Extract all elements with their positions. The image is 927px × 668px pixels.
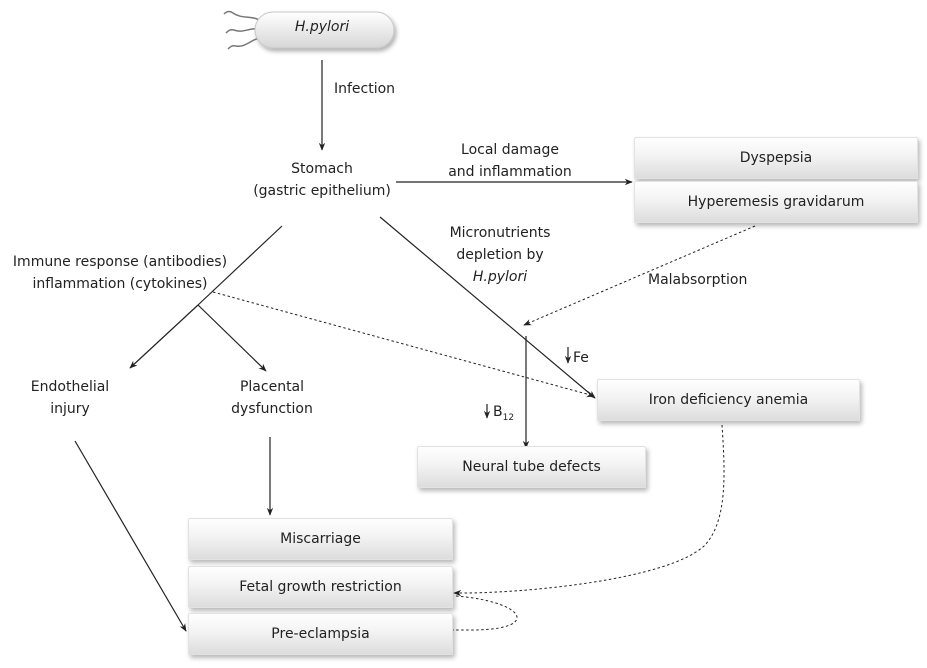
dotted-arrow-immune-to-iron — [212, 291, 595, 398]
dotted-arrow-malabsorption — [523, 225, 756, 326]
dotted-arrow-iron-to-fetal-growth — [453, 424, 725, 597]
arrow-to-placental — [197, 304, 267, 372]
node-endothelial-injury: Endothelial injury — [12, 376, 128, 420]
node-immune-line1: Immune response (antibodies) — [12, 254, 228, 270]
node-stomach-line1: Stomach — [291, 161, 353, 177]
node-immune-line2: inflammation (cytokines) — [32, 276, 208, 292]
edge-label-infection: Infection — [334, 81, 396, 97]
edge-label-micronutrients-agent: H.pylori — [472, 269, 528, 285]
bacterium-icon — [223, 10, 395, 50]
organism-label: H.pylori — [294, 19, 350, 35]
line-stomach-to-immune — [197, 225, 283, 306]
edge-label-micronutrients-line2: depletion by — [456, 247, 544, 263]
node-endothelial-line1: Endothelial — [30, 379, 110, 395]
edge-label-b12: B12 — [493, 401, 514, 429]
node-endothelial-line2: injury — [50, 401, 90, 417]
b12-subscript: 12 — [502, 412, 515, 423]
box-fetal-growth-restriction: Fetal growth restriction — [188, 566, 453, 608]
box-pre-eclampsia: Pre-eclampsia — [188, 613, 453, 655]
arrow-micronutrients — [379, 216, 596, 399]
box-hyperemesis-gravidarum: Hyperemesis gravidarum — [634, 181, 918, 223]
edge-label-local-damage-line2: and inflammation — [448, 164, 572, 180]
box-neural-tube-defects: Neural tube defects — [417, 446, 646, 488]
node-placental-line1: Placental — [239, 379, 305, 395]
box-iron-deficiency-anemia: Iron deficiency anemia — [597, 379, 860, 421]
edge-label-malabsorption: Malabsorption — [648, 272, 748, 288]
arrow-endothelial-to-preeclampsia — [74, 440, 187, 632]
edge-label-local-damage: Local damage and inflammation — [430, 139, 590, 183]
b12-base: B — [493, 404, 503, 420]
edge-label-micronutrients: Micronutrients depletion by H.pylori — [420, 222, 580, 288]
arrow-to-endothelial — [129, 304, 199, 369]
node-stomach: Stomach (gastric epithelium) — [232, 158, 412, 202]
edge-label-micronutrients-line1: Micronutrients — [449, 225, 551, 241]
box-dyspepsia: Dyspepsia — [634, 137, 918, 179]
box-miscarriage: Miscarriage — [188, 518, 453, 560]
edge-label-fe: Fe — [573, 350, 589, 366]
node-placental-line2: dysfunction — [231, 401, 313, 417]
node-placental-dysfunction: Placental dysfunction — [212, 376, 332, 420]
node-stomach-line2: (gastric epithelium) — [253, 183, 391, 199]
edge-label-local-damage-line1: Local damage — [461, 142, 559, 158]
dotted-loop-fetal-to-preeclampsia — [451, 595, 518, 631]
node-immune-response: Immune response (antibodies) inflammatio… — [4, 251, 236, 295]
